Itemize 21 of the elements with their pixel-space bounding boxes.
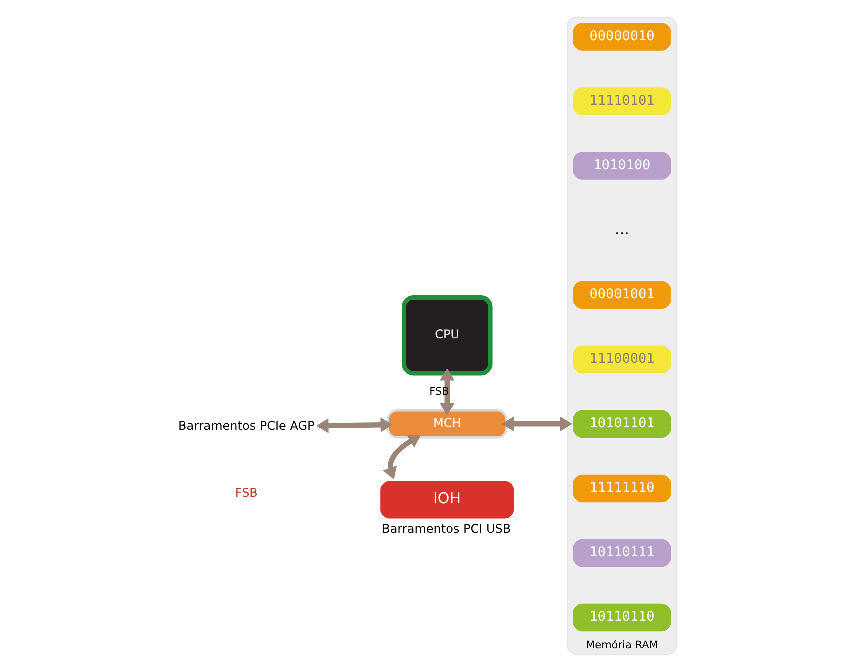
node-box: 1010100	[573, 152, 672, 180]
node-label: Barramentos PCI USB	[382, 522, 512, 536]
label: ...	[615, 220, 630, 238]
node-text: Barramentos PCIe AGP	[178, 419, 315, 434]
node-box: 00000010	[573, 23, 672, 51]
node-box: 11110101	[573, 88, 672, 116]
node-box: 00001001	[573, 281, 672, 309]
node-box: 11100001	[573, 346, 672, 374]
node-box: 10101101	[573, 410, 672, 438]
node-box: 10110110	[573, 604, 672, 632]
arrow	[383, 434, 422, 480]
arrow	[440, 368, 455, 416]
node-box: 11111110	[573, 474, 672, 503]
node-box: 10110111	[573, 539, 672, 568]
node-box: IOH	[380, 481, 514, 519]
node-box: CPU	[402, 295, 493, 376]
arrow	[316, 418, 393, 434]
edge-label: FSB	[430, 386, 450, 398]
label: FSB	[235, 486, 258, 500]
arrow	[502, 416, 572, 432]
node-box: MCH	[386, 410, 508, 439]
